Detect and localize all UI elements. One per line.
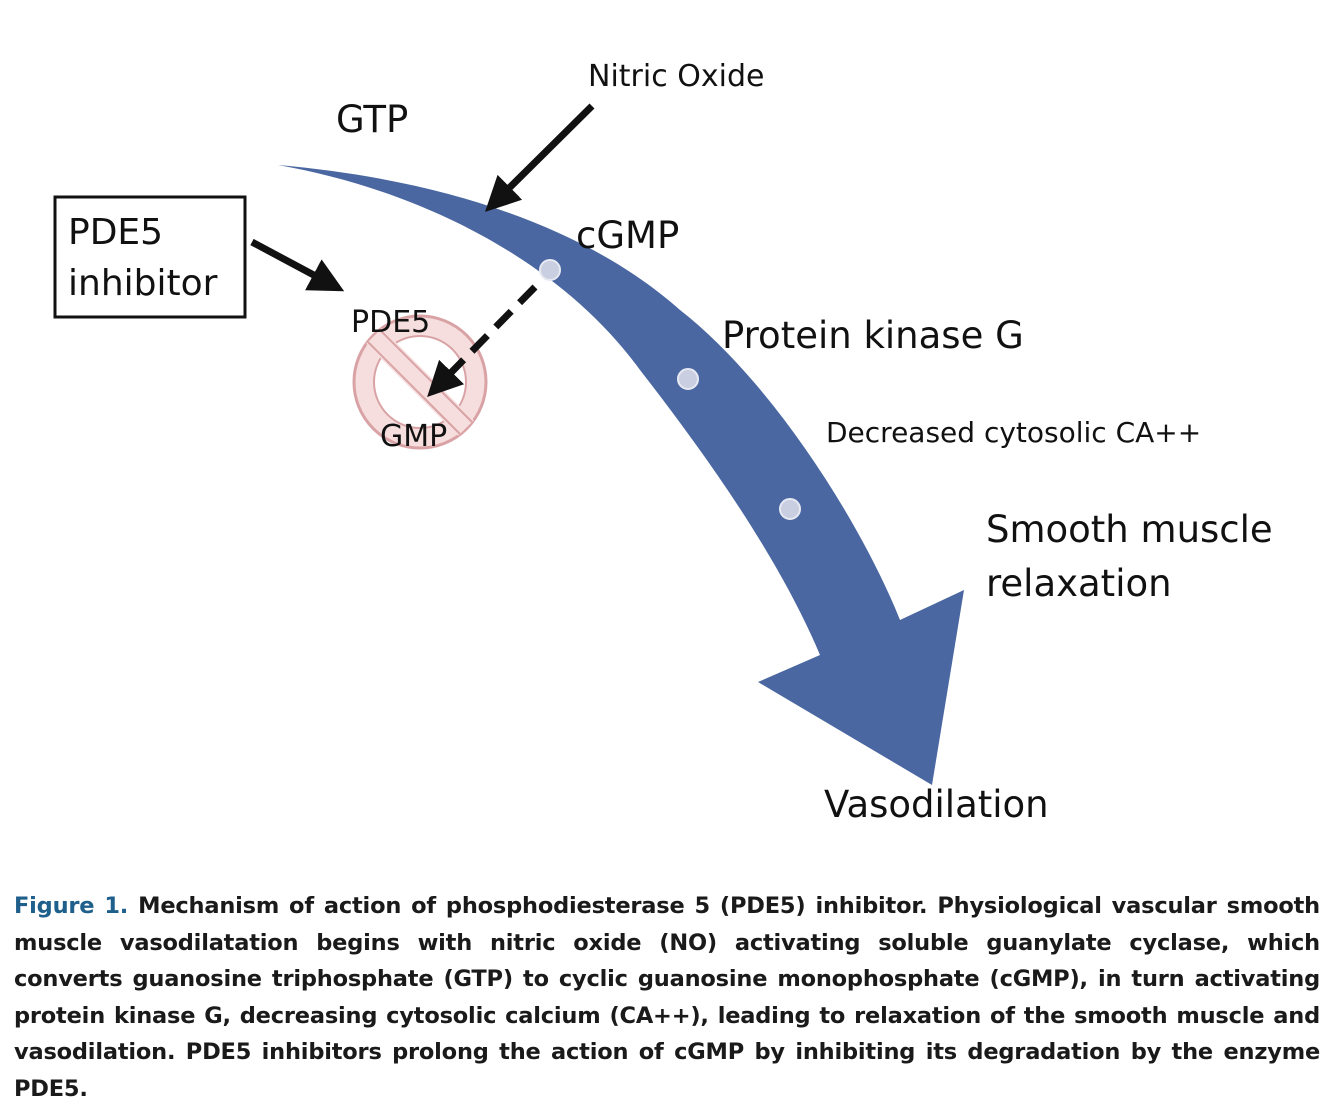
degradation-dashed-arrow — [427, 284, 538, 397]
label-smooth-muscle-line1: Smooth muscle — [986, 508, 1273, 551]
pde5-inhibitor-box — [53, 195, 247, 319]
label-protein-kinase-g: Protein kinase G — [722, 314, 1024, 357]
label-smooth-muscle-line2: relaxation — [986, 562, 1172, 605]
step-dot-protein-kinase-g — [677, 368, 699, 390]
pde5-mechanism-diagram: PDE5 inhibitor GTP Nitric Oxide cGMP Pro… — [53, 59, 1273, 826]
label-pde5: PDE5 — [351, 305, 430, 340]
label-nitric-oxide: Nitric Oxide — [588, 59, 764, 94]
step-dot-cgmp — [539, 259, 561, 281]
label-vasodilation: Vasodilation — [824, 783, 1049, 826]
figure-caption: Figure 1. Mechanism of action of phospho… — [14, 888, 1320, 1108]
label-decreased-ca: Decreased cytosolic CA++ — [826, 416, 1201, 449]
pathway-arrow — [278, 165, 964, 785]
figure-label: Figure 1. — [14, 893, 129, 919]
inhibitor-box-label-line2: inhibitor — [68, 263, 218, 304]
prohibition-icon — [352, 314, 488, 450]
label-gmp: GMP — [380, 419, 447, 454]
inhibitor-arrow — [250, 238, 345, 292]
caption-text: Mechanism of action of phosphodiesterase… — [14, 893, 1320, 1102]
step-dot-decreased-ca — [779, 498, 801, 520]
label-gtp: GTP — [336, 98, 408, 141]
label-cgmp: cGMP — [576, 214, 679, 257]
inhibitor-box-label-line1: PDE5 — [68, 212, 163, 253]
nitric-oxide-arrow — [485, 103, 595, 212]
